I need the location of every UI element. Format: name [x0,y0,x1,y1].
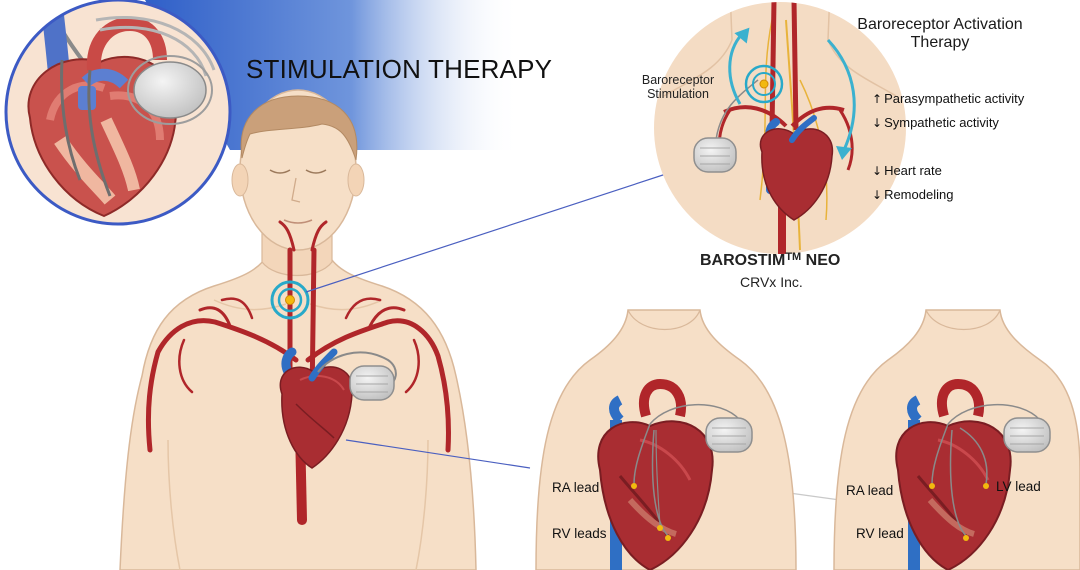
trademark: TM [785,251,802,263]
baroreceptor-target-main [270,280,310,320]
down-arrow-icon: ↓ [872,116,883,130]
device-brand: BAROSTIM [700,252,786,269]
feedback-arrow-right [826,38,856,151]
page-title: STIMULATION THERAPY [246,54,553,84]
connector-to-pacing [345,439,531,469]
baroreceptor-stimulation-label: Baroreceptor Stimulation [632,73,724,101]
up-arrow-icon: ↑ [872,92,883,106]
feedback-arrowhead-right [836,146,852,160]
panel2-ra-lead-label: RA lead [846,483,894,498]
effect-heart-rate: ↓Heart rate [872,163,942,178]
effect-parasympathetic: ↑Parasympathetic activity [872,91,1024,106]
heart-pacemaker-inset [4,0,232,226]
title-banner [145,0,520,150]
feedback-arrowhead-left [734,27,750,44]
panel2-lv-lead-label: LV lead [996,479,1041,494]
barostim-title-line1: Baroreceptor Activation [857,16,1023,33]
feedback-arrow-left [728,33,744,105]
effect-sympathetic: ↓Sympathetic activity [872,115,999,130]
device-model: NEO [805,252,841,269]
effect-text: Parasympathetic activity [884,91,1025,106]
effect-remodeling: ↓Remodeling [872,187,953,202]
barostim-title-line2: Therapy [910,34,970,51]
panel1-ra-lead-label: RA lead [552,480,600,495]
company-name: CRVx Inc. [740,274,803,290]
pacing-panel-2 [833,309,1080,570]
connector-to-barostim [305,173,667,293]
effect-text: Heart rate [884,163,942,178]
effect-text: Remodeling [884,187,954,202]
baro-stim-line2: Stimulation [647,87,709,101]
panel1-rv-leads-label: RV leads [552,526,607,541]
barostim-inset [654,2,906,254]
heart-main [279,348,354,469]
device-name: BAROSTIMTM NEO [700,251,840,270]
panel2-rv-lead-label: RV lead [856,526,904,541]
barostim-panel-title: Baroreceptor Activation Therapy [820,16,1060,52]
baro-stim-line1: Baroreceptor [641,73,715,87]
pacemaker-device-main [349,365,395,401]
pacing-panel-1 [535,309,797,570]
effect-text: Sympathetic activity [884,115,999,130]
down-arrow-icon: ↓ [872,188,883,202]
down-arrow-icon: ↓ [872,164,883,178]
